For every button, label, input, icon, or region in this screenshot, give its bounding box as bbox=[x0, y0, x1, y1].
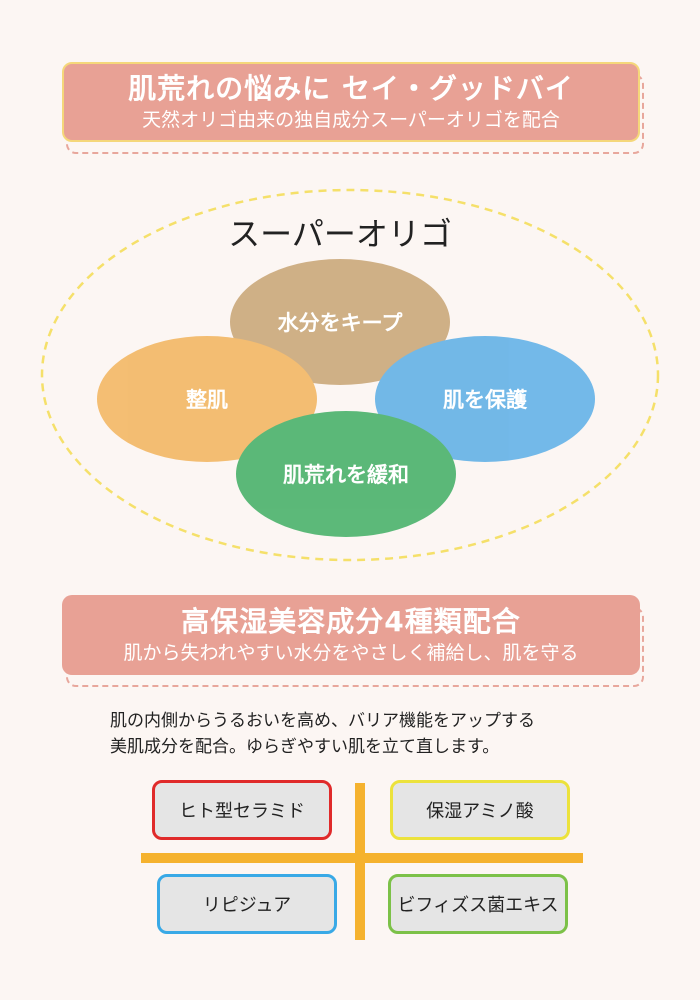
circle-keep-moisture bbox=[230, 259, 450, 385]
banner-top-box: 肌荒れの悩みに セイ・グッドバイ 天然オリゴ由来の独自成分スーパーオリゴを配合 bbox=[62, 62, 640, 142]
ingredient-bifidobacterium: ビフィズス菌エキス bbox=[388, 874, 568, 934]
banner-middle-subtitle: 肌から失われやすい水分をやさしく補給し、肌を守る bbox=[123, 642, 579, 665]
banner-top-subtitle: 天然オリゴ由来の独自成分スーパーオリゴを配合 bbox=[142, 109, 560, 132]
description: 肌の内側からうるおいを高め、バリア機能をアップする 美肌成分を配合。ゆらぎやすい… bbox=[110, 708, 650, 761]
grid-vertical-bar bbox=[355, 783, 365, 940]
ingredient-amino-acid: 保湿アミノ酸 bbox=[390, 780, 570, 840]
description-line-2: 美肌成分を配合。ゆらぎやすい肌を立て直します。 bbox=[110, 737, 500, 758]
circle-protect-skin bbox=[375, 336, 595, 462]
ingredient-ceramide: ヒト型セラミド bbox=[152, 780, 332, 840]
banner-top: 肌荒れの悩みに セイ・グッドバイ 天然オリゴ由来の独自成分スーパーオリゴを配合 bbox=[62, 62, 644, 154]
banner-middle: 高保湿美容成分4種類配合 肌から失われやすい水分をやさしく補給し、肌を守る bbox=[62, 595, 644, 687]
dashed-outer-ellipse bbox=[40, 188, 660, 562]
banner-top-title: 肌荒れの悩みに セイ・グッドバイ bbox=[128, 71, 574, 105]
diagram-graphic bbox=[40, 188, 660, 562]
circle-skin-conditioning bbox=[97, 336, 317, 462]
circle-label-ease-irritation: 肌荒れを緩和 bbox=[283, 463, 409, 487]
diagram-title: スーパーオリゴ bbox=[228, 215, 452, 253]
banner-middle-box: 高保湿美容成分4種類配合 肌から失われやすい水分をやさしく補給し、肌を守る bbox=[62, 595, 640, 675]
circle-label-skin-conditioning: 整肌 bbox=[186, 388, 228, 412]
super-oligo-diagram: スーパーオリゴ 水分をキープ 整肌 肌を保護 肌荒れを緩和 bbox=[0, 185, 700, 565]
ingredients-grid: ヒト型セラミド 保湿アミノ酸 リピジュア ビフィズス菌エキス bbox=[0, 770, 700, 1000]
circle-ease-irritation bbox=[236, 411, 456, 537]
ingredient-lipidure: リピジュア bbox=[157, 874, 337, 934]
banner-middle-title: 高保湿美容成分4種類配合 bbox=[181, 604, 521, 638]
circle-label-protect-skin: 肌を保護 bbox=[443, 388, 527, 412]
circle-label-keep-moisture: 水分をキープ bbox=[277, 311, 403, 335]
description-line-1: 肌の内側からうるおいを高め、バリア機能をアップする bbox=[110, 711, 535, 731]
